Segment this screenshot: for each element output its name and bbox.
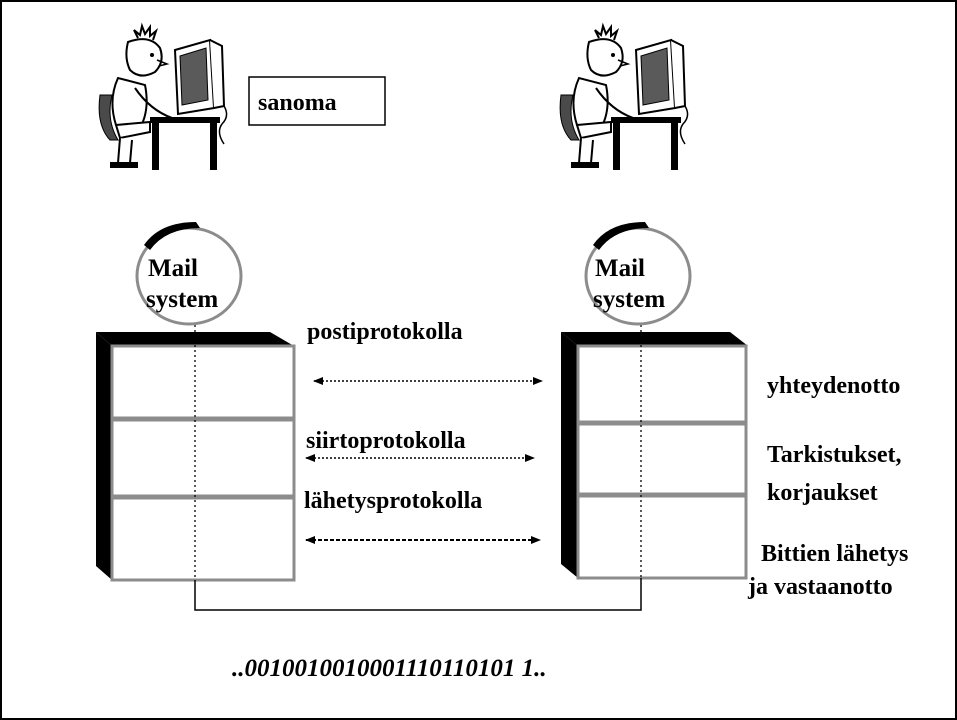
mail-system-circle-right [584, 222, 692, 326]
layer-box-right-bottom [576, 494, 748, 580]
layer-box-left-bottom [110, 496, 296, 582]
layer-box-left-middle [110, 418, 296, 498]
bitstream-text: ..0010010010001110110101 1.. [232, 655, 547, 682]
layer-box-right-middle [576, 422, 748, 496]
layer-bottom-label-2: ja vastaanotto [747, 574, 893, 600]
layer-box-left-top [110, 344, 296, 420]
mail-system-right-line1: Mail [595, 255, 645, 282]
mail-system-circle-left [135, 222, 243, 326]
protocol-stack-left [96, 300, 296, 582]
mail-system-left-line1: Mail [148, 255, 198, 282]
layer-middle-label-2: korjaukset [767, 480, 878, 506]
message-label: sanoma [258, 90, 337, 116]
mail-protocol-label: postiprotokolla [307, 319, 463, 345]
physical-link-line [194, 578, 642, 611]
mail-system-left-line2: system [146, 286, 218, 313]
person-computer-icon-left [98, 22, 228, 170]
layer-bottom-label-1: Bittien lähetys [761, 541, 908, 567]
transfer-protocol-label: siirtoprotokolla [306, 428, 466, 454]
message-box [248, 76, 386, 126]
mail-system-right-line2: system [593, 286, 665, 313]
person-computer-icon-right [559, 22, 689, 170]
transmission-protocol-label: lähetysprotokolla [304, 488, 482, 514]
layer-box-right-top [576, 344, 748, 424]
layer-middle-label-1: Tarkistukset, [767, 442, 901, 468]
layer-top-label: yhteydenotto [767, 373, 900, 399]
protocol-stack-right [561, 300, 748, 580]
